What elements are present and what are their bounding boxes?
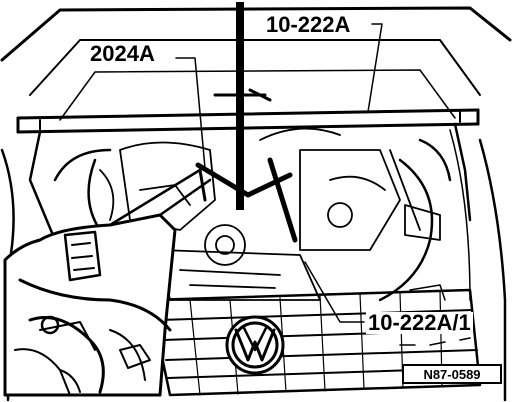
label-tool: 2024A [88, 41, 157, 66]
vw-logo [225, 315, 285, 375]
right-fender [478, 138, 507, 402]
leader-tool [175, 57, 206, 169]
hood-inner [29, 39, 481, 96]
leader-support-hook [304, 261, 365, 323]
hood-outline [0, 6, 512, 62]
right-support-leg [453, 122, 472, 222]
tool-spindle [213, 2, 272, 210]
support-bar [16, 108, 480, 134]
label-support-bar: 10-222A [264, 12, 353, 37]
left-support-leg [28, 130, 57, 242]
detail-inset [3, 168, 212, 397]
leader-support-bar [367, 23, 383, 113]
label-support-hook: 10-222A/1 [366, 310, 473, 335]
figure-code: N87-0589 [402, 364, 502, 384]
